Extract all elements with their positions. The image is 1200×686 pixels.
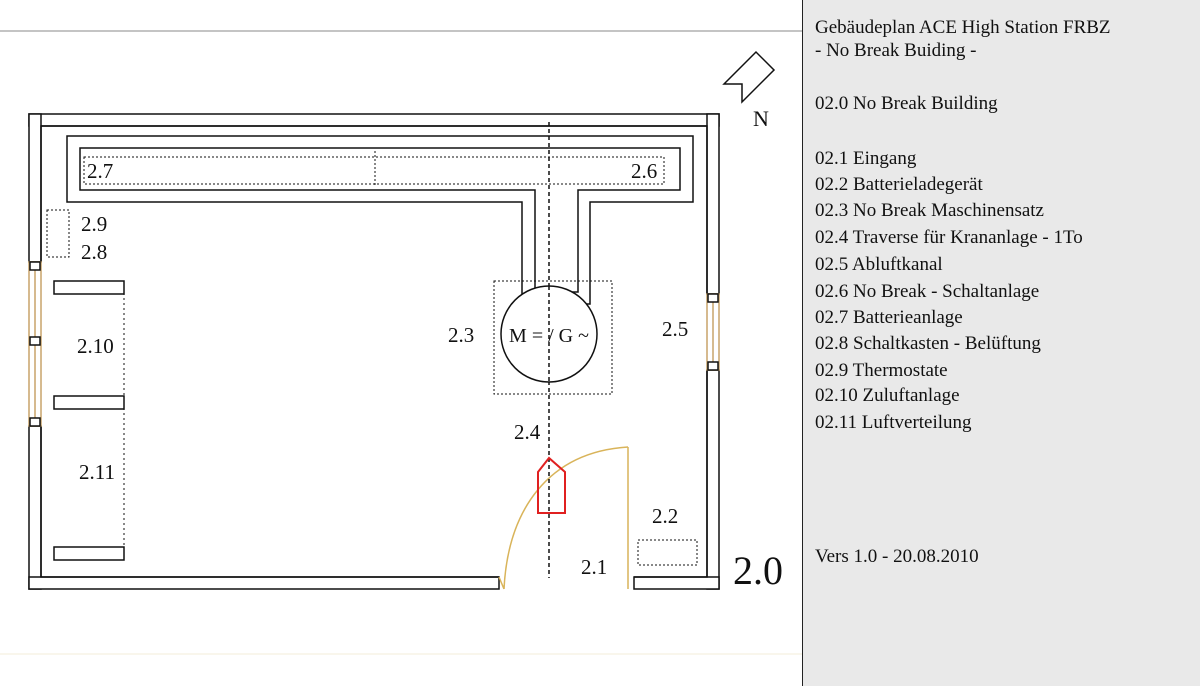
left-window <box>28 261 42 427</box>
cable-channel-outer <box>66 135 694 305</box>
label-2-11: 2.11 <box>79 460 115 484</box>
label-2-6: 2.6 <box>631 159 657 183</box>
legend-section: 02.0 No Break Building <box>815 93 998 114</box>
machine-label: M = / G ~ <box>509 325 589 347</box>
label-2-3: 2.3 <box>448 323 474 347</box>
label-2-5: 2.5 <box>662 317 688 341</box>
wall-inner-faces <box>40 125 708 578</box>
legend-item: 02.8 Schaltkasten - Belüftung <box>815 333 1041 354</box>
outer-walls <box>28 113 720 590</box>
legend-title-line2: - No Break Buiding - <box>815 40 977 61</box>
label-2-1: 2.1 <box>581 555 607 579</box>
entrance-door <box>498 446 629 590</box>
crane-traverse-marker <box>537 456 566 514</box>
label-2-4: 2.4 <box>514 420 541 444</box>
label-2-2: 2.2 <box>652 504 678 528</box>
north-label: N <box>753 106 769 131</box>
battery-charger <box>637 539 698 566</box>
legend-item: 02.10 Zuluftanlage <box>815 385 960 406</box>
air-supply-units <box>53 280 125 561</box>
legend-title-line1: Gebäudeplan ACE High Station FRBZ <box>815 17 1111 38</box>
legend-item: 02.9 Thermostate <box>815 360 948 381</box>
label-2-10: 2.10 <box>77 334 114 358</box>
floor-plan: N <box>0 30 802 655</box>
legend-panel: Gebäudeplan ACE High Station FRBZ - No B… <box>802 0 1200 686</box>
legend-item: 02.7 Batterieanlage <box>815 307 963 328</box>
legend-item: 02.6 No Break - Schaltanlage <box>815 281 1040 302</box>
thermostat-box <box>46 209 70 258</box>
plan-number: 2.0 <box>733 548 783 593</box>
legend-version: Vers 1.0 - 20.08.2010 <box>815 546 979 567</box>
right-window <box>706 293 720 371</box>
legend-item: 02.5 Abluftkanal <box>815 254 943 275</box>
label-2-9: 2.9 <box>81 212 107 236</box>
north-arrow-icon <box>722 50 776 104</box>
legend-item: 02.4 Traverse für Krananlage - 1To <box>815 227 1083 248</box>
machine-set-outline <box>493 280 613 395</box>
legend-item: 02.1 Eingang <box>815 148 917 169</box>
legend-item: 02.2 Batterieladegerät <box>815 174 983 195</box>
legend-item: 02.11 Luftverteilung <box>815 412 972 433</box>
legend-item: 02.3 No Break Maschinensatz <box>815 200 1044 221</box>
label-2-7: 2.7 <box>87 159 113 183</box>
battery-rack-dotted <box>83 156 665 185</box>
wall-joints <box>30 115 718 588</box>
label-2-8: 2.8 <box>81 240 107 264</box>
cable-channel-inner <box>79 147 681 293</box>
